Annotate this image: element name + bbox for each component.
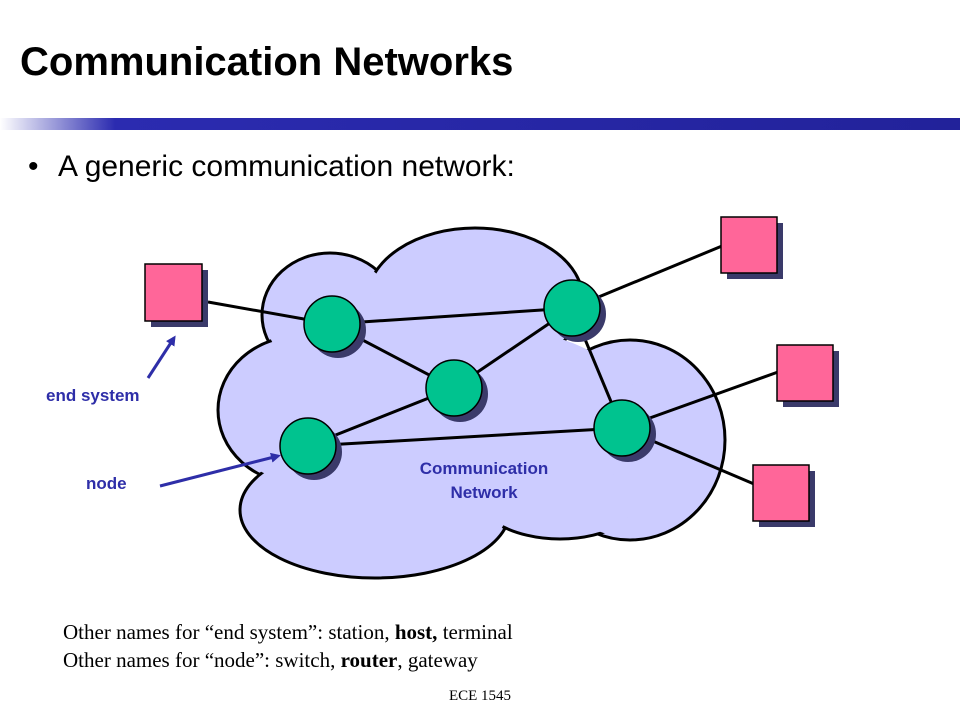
- node-arrow: [159, 452, 281, 488]
- bullet-item: • A generic communication network:: [28, 150, 515, 184]
- link-node-a-b: [331, 306, 573, 326]
- end-system-middle-right: [776, 344, 839, 407]
- note-node-suffix: , gateway: [397, 648, 478, 672]
- note-node: Other names for “node”: switch, router, …: [63, 646, 513, 674]
- note-end-system-bold: host,: [394, 620, 438, 644]
- bullet-text: A generic communication network:: [58, 150, 515, 183]
- note-end-system: Other names for “end system”: station, h…: [63, 618, 513, 646]
- node-c: [425, 359, 488, 422]
- end-system-callout: end system: [46, 386, 140, 405]
- cloud-label-line2: Network: [450, 483, 518, 502]
- end-system-bottom-right: [752, 464, 815, 527]
- node-callout: node: [86, 474, 127, 493]
- end-system-arrow: [146, 335, 176, 379]
- cloud-label: Communication Network: [394, 457, 574, 505]
- end-system-top-right: [720, 216, 783, 279]
- node-e: [593, 399, 656, 462]
- end-system-left: [144, 263, 208, 327]
- note-node-text: Other names for “node”: switch,: [63, 648, 341, 672]
- node-d: [279, 417, 342, 480]
- notes: Other names for “end system”: station, h…: [63, 618, 513, 674]
- slide-title: Communication Networks: [20, 40, 514, 84]
- title-rule: [0, 118, 960, 130]
- note-node-bold: router: [340, 648, 398, 672]
- slide-footer: ECE 1545: [448, 688, 512, 704]
- bullet-dot: •: [28, 150, 39, 183]
- note-end-system-suffix: terminal: [437, 620, 513, 644]
- link-node-d-e: [307, 426, 623, 448]
- note-end-system-text: Other names for “end system”: station,: [63, 620, 395, 644]
- node-b: [543, 279, 606, 342]
- node-a: [303, 295, 366, 358]
- cloud-label-line1: Communication: [419, 459, 549, 478]
